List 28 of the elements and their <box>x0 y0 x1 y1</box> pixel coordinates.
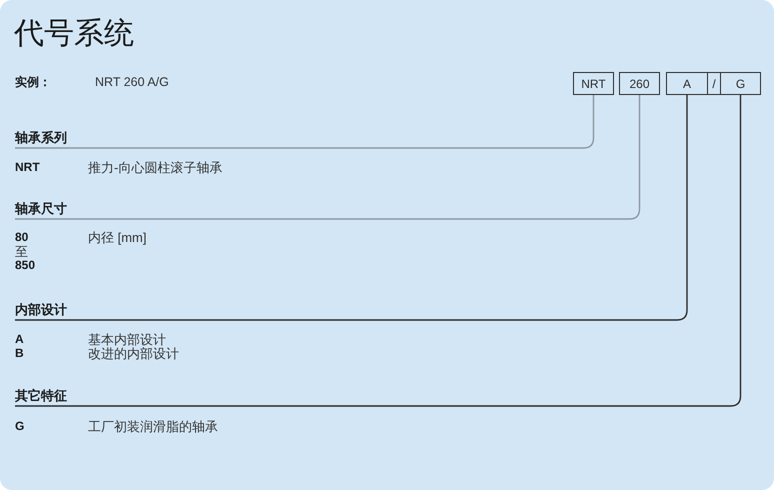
section-heading: 轴承系列 <box>15 129 67 146</box>
description-text: 工厂初装润滑脂的轴承 <box>88 419 218 434</box>
leader-line <box>15 95 594 149</box>
designation-text: NRT 260 A/G <box>95 75 169 90</box>
code-text: G <box>15 419 24 434</box>
code-text: A <box>15 332 24 347</box>
code-box: A <box>666 72 708 95</box>
example-label: 实例： <box>15 75 51 90</box>
code-text: 850 <box>15 258 36 273</box>
code-text: B <box>15 346 24 361</box>
section-heading: 内部设计 <box>15 301 67 318</box>
code-box: G <box>720 72 761 95</box>
section-heading: 其它特征 <box>15 387 67 404</box>
code-text: NRT <box>15 160 40 175</box>
code-text: 80 <box>15 230 28 245</box>
page-title: 代号系统 <box>14 16 134 52</box>
description-text: 推力-向心圆柱滚子轴承 <box>88 160 222 175</box>
code-box: 260 <box>619 72 660 95</box>
code-box: NRT <box>573 72 614 95</box>
leader-line <box>15 95 688 321</box>
range-word: 至 <box>15 244 28 259</box>
description-text: 改进的内部设计 <box>88 346 179 361</box>
leader-line <box>15 95 742 407</box>
description-text: 内径 [mm] <box>88 230 146 245</box>
section-heading: 轴承尺寸 <box>15 200 67 217</box>
description-text: 基本内部设计 <box>88 332 166 347</box>
code-box: / <box>707 72 721 95</box>
leader-line <box>15 95 640 220</box>
